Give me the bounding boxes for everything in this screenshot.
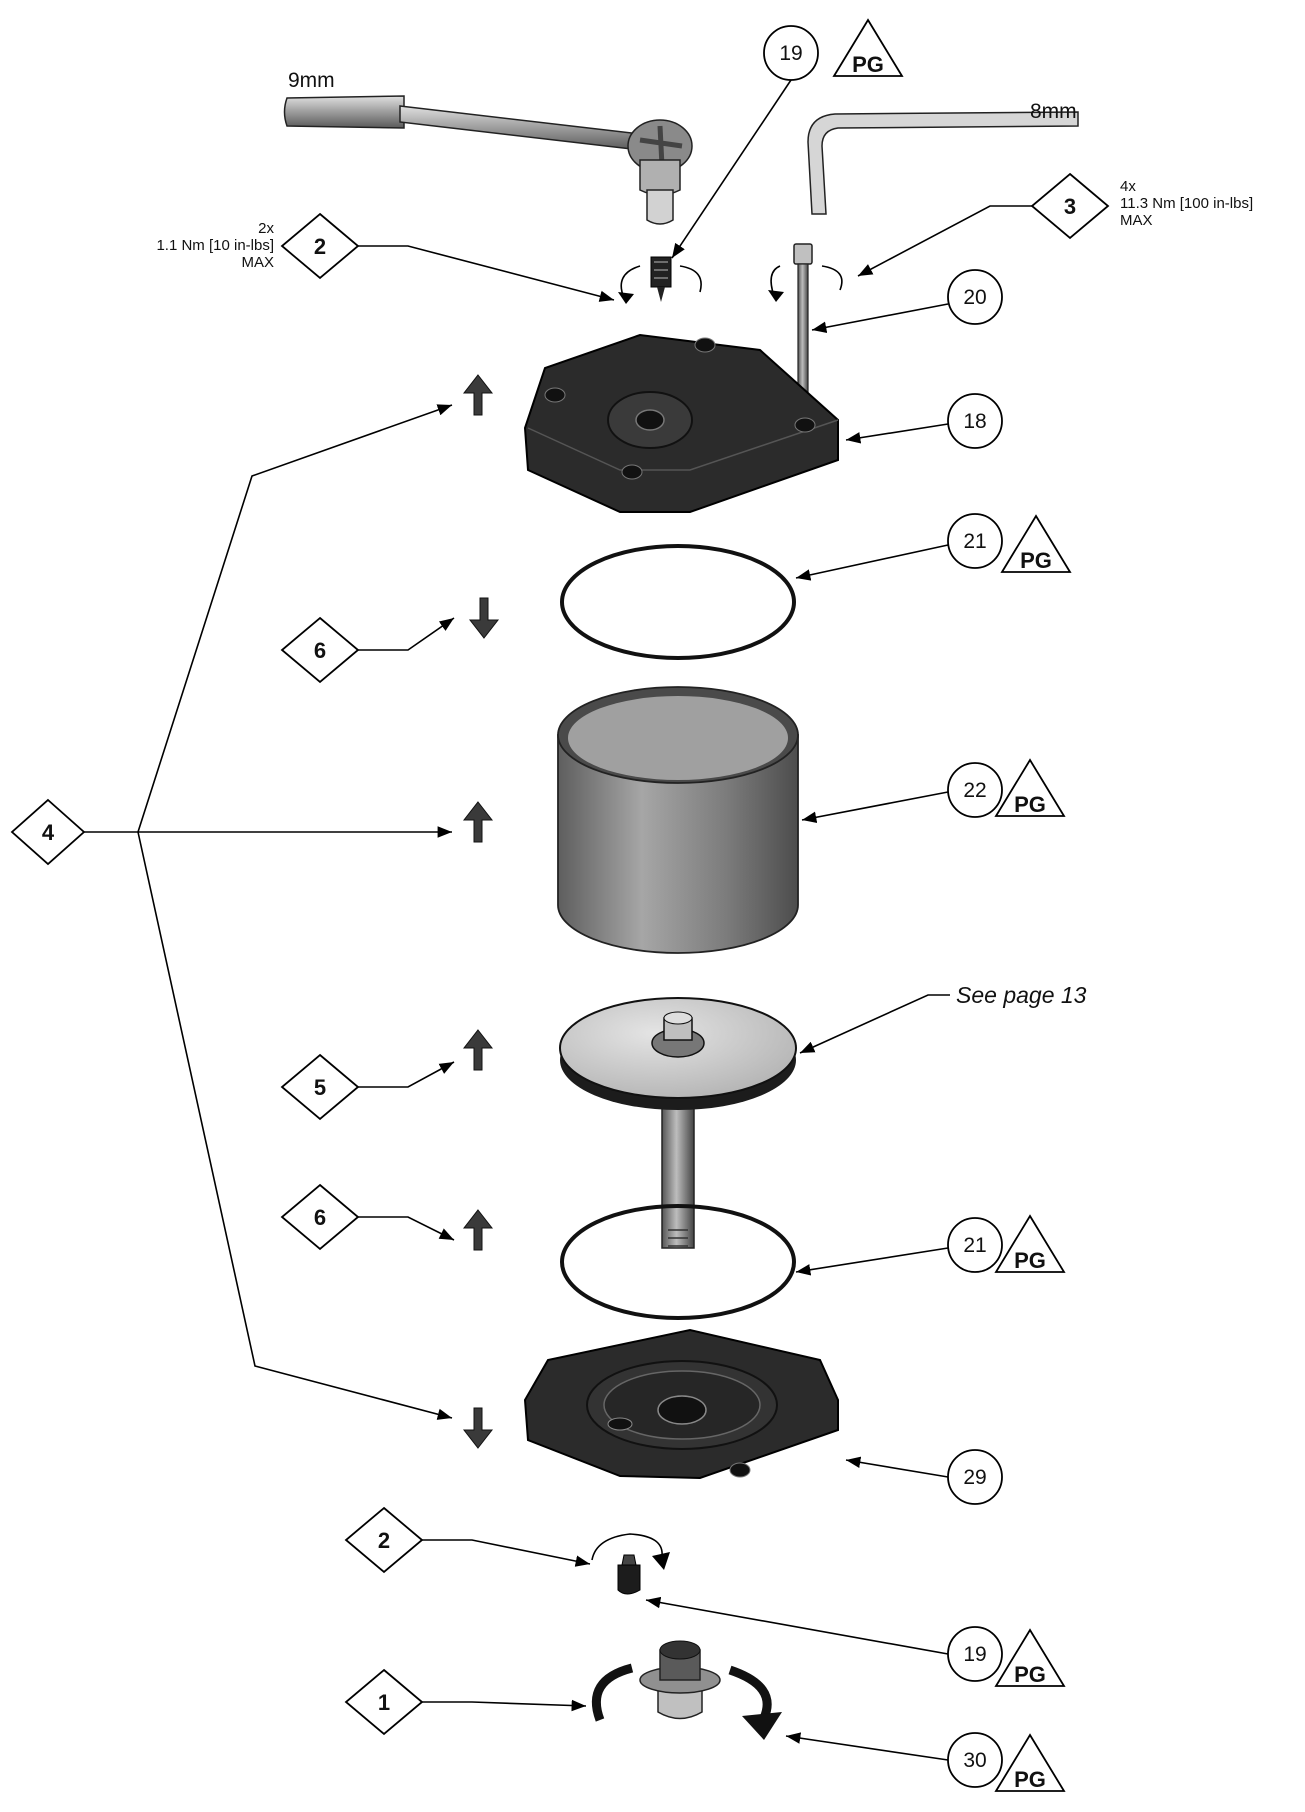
upper-o-ring-icon [560, 544, 796, 660]
cylinder-sleeve-icon [557, 686, 799, 954]
pg-triangle: PG [994, 1733, 1066, 1792]
rotate-arrow-icon [618, 265, 702, 304]
step-diamond: 2 [280, 212, 360, 280]
pg-label: PG [852, 52, 884, 77]
pg-label: PG [1014, 1767, 1046, 1792]
callout-bubble: 21 [947, 1217, 1003, 1273]
lower-end-cap-icon [523, 1328, 839, 1480]
step-number: 5 [314, 1075, 326, 1100]
upper-end-cap-icon [523, 333, 839, 513]
callout-number: 30 [963, 1749, 986, 1772]
pg-label: PG [1014, 792, 1046, 817]
pg-triangle: PG [1000, 514, 1072, 573]
callout-bubble: 22 [947, 762, 1003, 818]
upper-check-valve-icon [650, 256, 672, 302]
pg-label: PG [1020, 548, 1052, 573]
leader-lines [80, 79, 1038, 1761]
socket-wrench-icon [283, 95, 693, 225]
svg-text:4x: 4x [1120, 178, 1136, 195]
callout-bubble: 30 [947, 1732, 1003, 1788]
callout-number: 19 [779, 42, 802, 65]
callout-number: 19 [963, 1643, 986, 1666]
step-number: 4 [42, 820, 55, 845]
step-diamond: 6 [280, 616, 360, 684]
arrow-down-icon [462, 1407, 494, 1449]
piston-assembly-icon [559, 997, 797, 1249]
pg-triangle: PG [994, 758, 1066, 817]
step-number: 2 [378, 1528, 390, 1553]
pg-label: PG [1014, 1248, 1046, 1273]
callout-bubble: 20 [947, 269, 1003, 325]
rotate-arrow-icon [768, 265, 843, 302]
arrow-up-icon [462, 801, 494, 843]
callout-number: 22 [963, 779, 986, 802]
hex-key-size-label: 8mm [1030, 100, 1077, 123]
callout-bubble: 19 [763, 25, 819, 81]
step-diamond: 3 [1030, 172, 1110, 240]
callout-bubble: 21 [947, 513, 1003, 569]
step-diamond: 6 [280, 1183, 360, 1251]
rotate-arrow-icon [591, 1533, 670, 1570]
svg-text:11.3 Nm [100 in-lbs]: 11.3 Nm [100 in-lbs] [1120, 195, 1253, 212]
callout-bubble: 29 [947, 1449, 1003, 1505]
see-page-reference: See page 13 [956, 982, 1087, 1008]
step-number: 2 [314, 234, 326, 259]
callout-bubble: 18 [947, 393, 1003, 449]
step-number: 1 [378, 1690, 390, 1715]
svg-text:MAX: MAX [1120, 212, 1153, 229]
step-number: 3 [1064, 194, 1076, 219]
pg-triangle: PG [832, 18, 904, 77]
callout-number: 29 [963, 1466, 986, 1489]
lower-check-valve-icon [617, 1554, 641, 1595]
rotate-arrow-icon [591, 1663, 782, 1740]
lower-o-ring-icon [560, 1204, 796, 1320]
callout-number: 18 [963, 410, 986, 433]
arrow-up-icon [462, 1029, 494, 1071]
pg-label: PG [1014, 1662, 1046, 1687]
arrow-up-icon [462, 1209, 494, 1251]
pg-triangle: PG [994, 1214, 1066, 1273]
step-diamond: 1 [344, 1668, 424, 1736]
arrow-down-icon [468, 597, 500, 639]
svg-text:1.1 Nm [10 in-lbs]: 1.1 Nm [10 in-lbs] [156, 237, 274, 254]
callout-bubble: 19 [947, 1626, 1003, 1682]
fitting-icon [639, 1640, 721, 1720]
step-number: 6 [314, 638, 326, 663]
arrow-up-icon [462, 374, 494, 416]
step-torque-note: 2x 1.1 Nm [10 in-lbs] MAX [156, 220, 274, 271]
callout-number: 21 [963, 530, 986, 553]
hex-key-icon [807, 111, 1079, 215]
step-diamond: 2 [344, 1506, 424, 1574]
step-diamond: 4 [10, 798, 86, 866]
callout-number: 21 [963, 1234, 986, 1257]
pg-triangle: PG [994, 1628, 1066, 1687]
step-number: 6 [314, 1205, 326, 1230]
svg-text:2x: 2x [258, 220, 274, 237]
socket-wrench-size-label: 9mm [288, 69, 335, 92]
step-diamond: 5 [280, 1053, 360, 1121]
svg-text:MAX: MAX [241, 254, 274, 271]
step-torque-note: 4x 11.3 Nm [100 in-lbs] MAX [1120, 178, 1253, 229]
callout-number: 20 [963, 286, 986, 309]
